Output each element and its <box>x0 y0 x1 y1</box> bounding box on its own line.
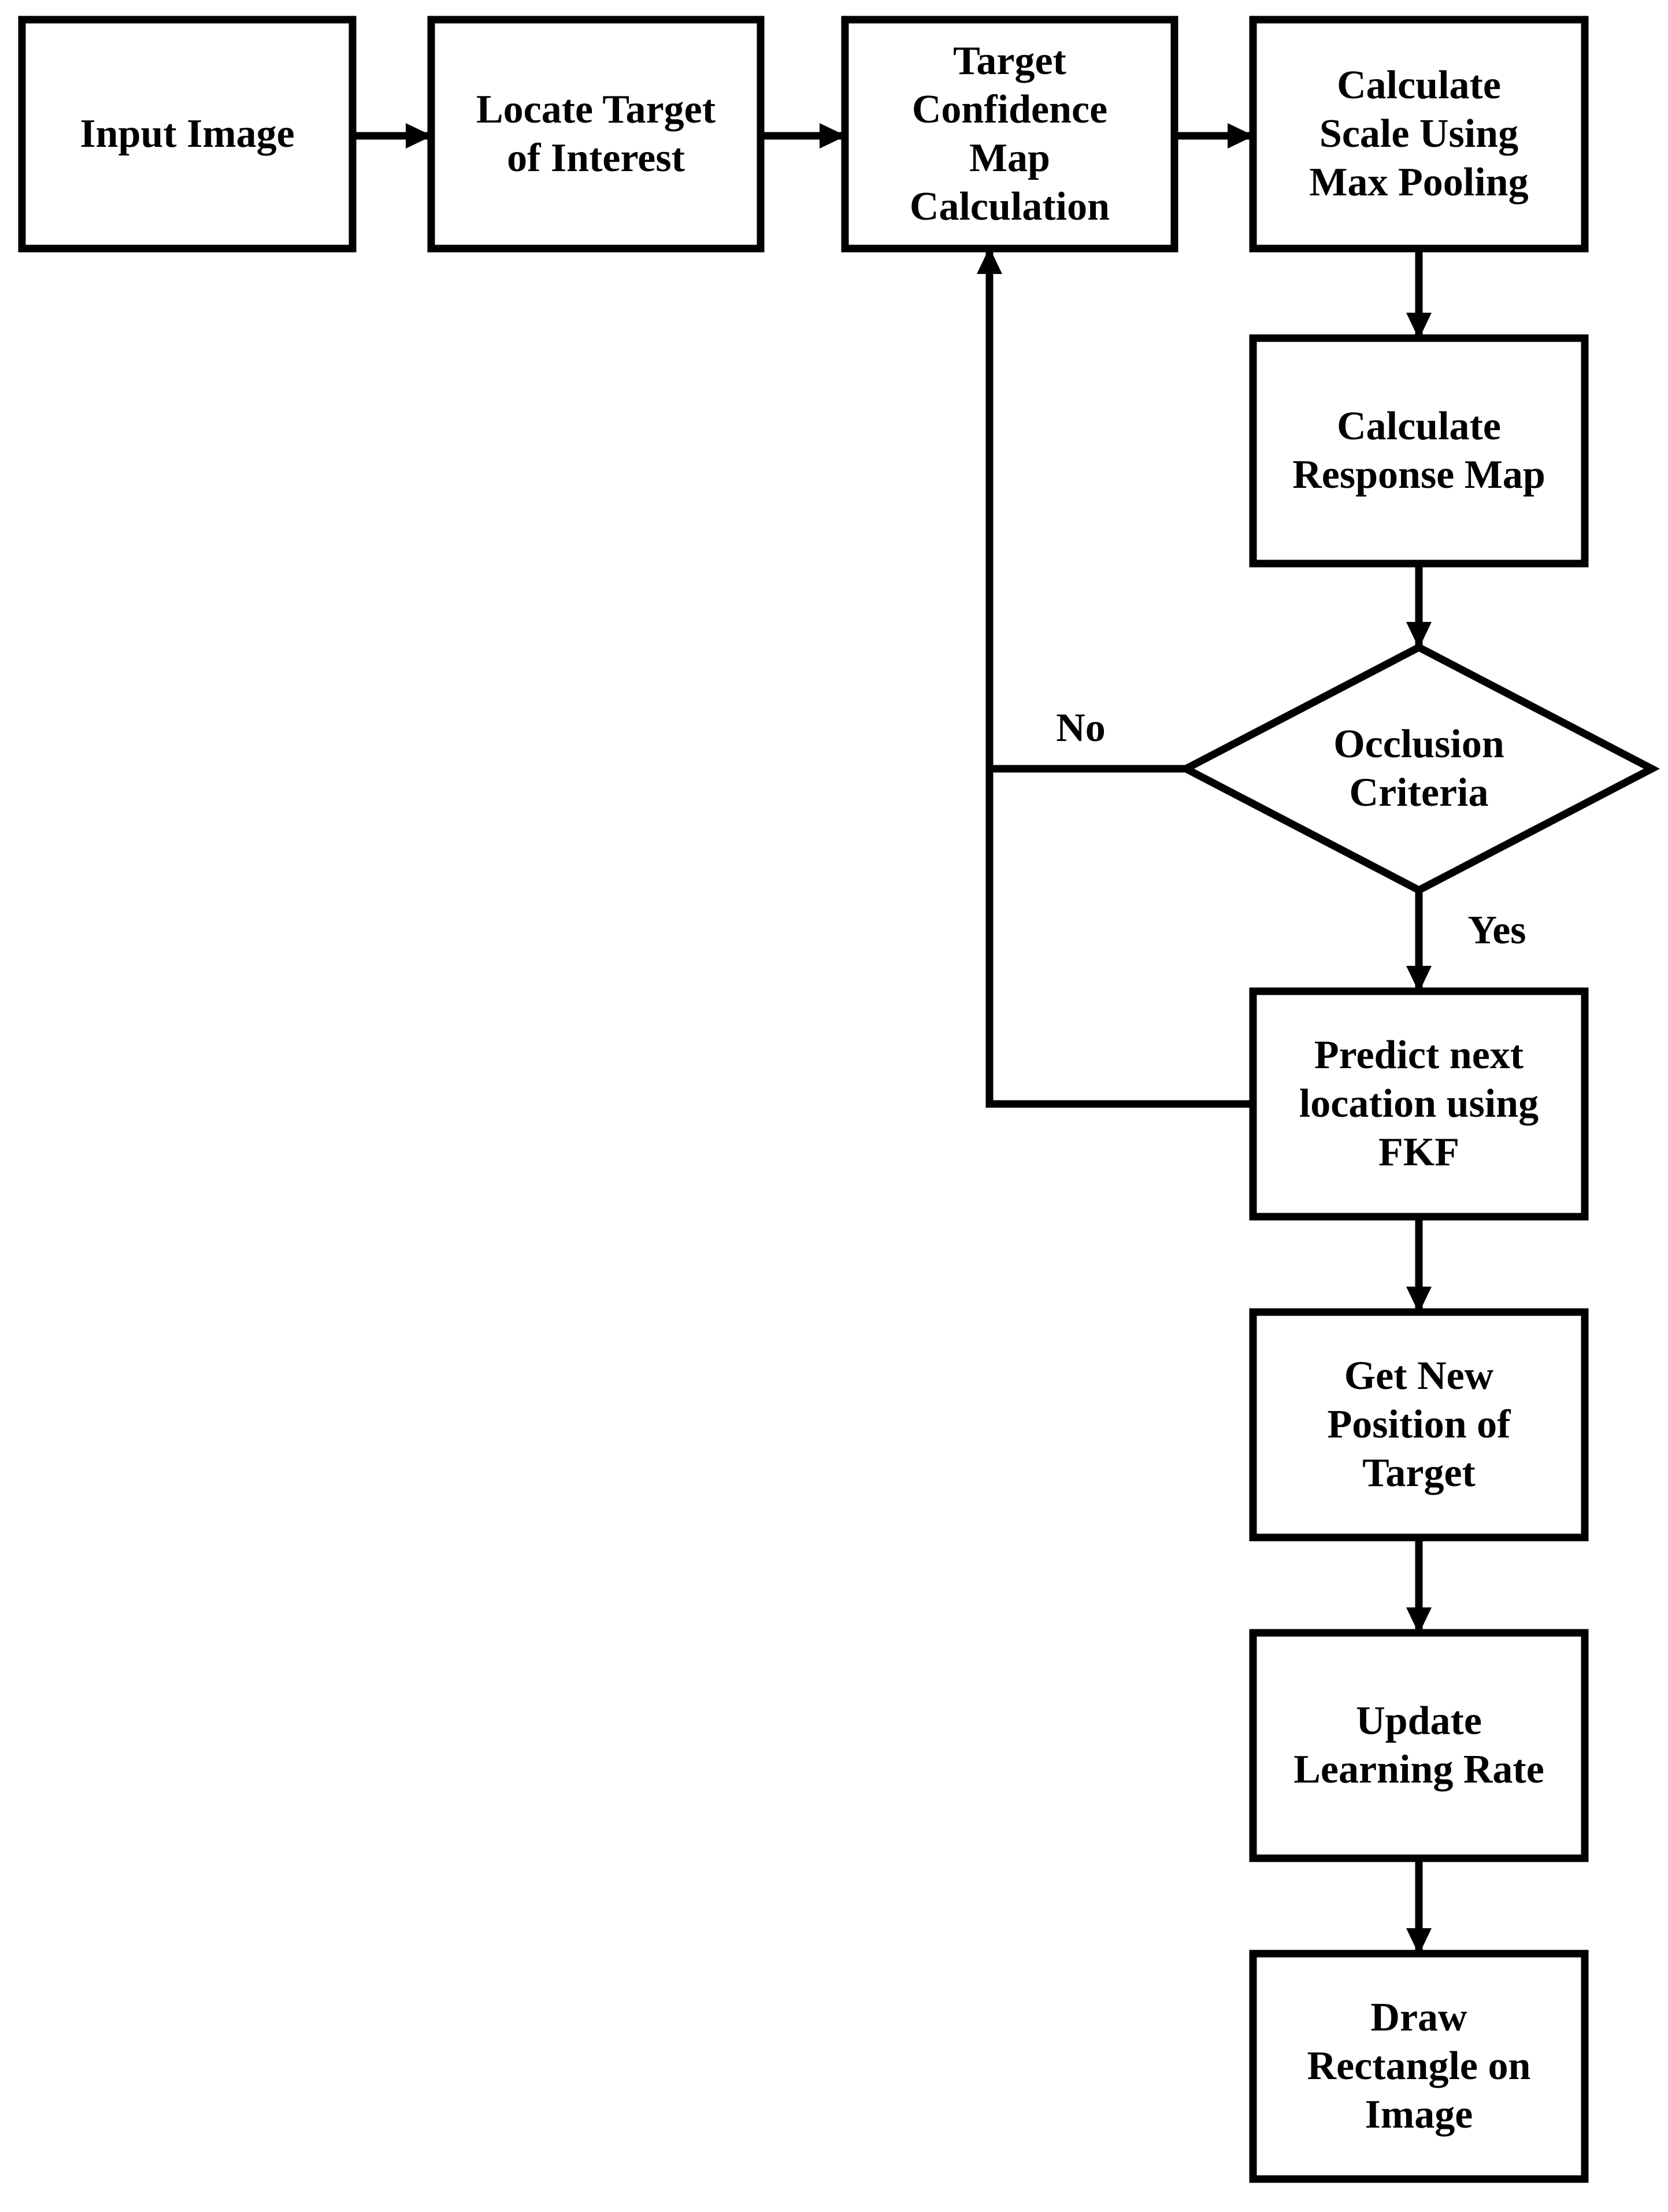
node-locate-target-box <box>427 16 765 253</box>
node-calc-response-box <box>1249 334 1589 568</box>
node-draw-rectangle-box <box>1249 1950 1589 2183</box>
node-update-learning-box <box>1249 1629 1589 1862</box>
node-input-image-box <box>18 16 357 253</box>
node-occlusion-diamond <box>1177 643 1660 895</box>
edge-fkf-feedback-loop-arrow <box>977 247 1253 1108</box>
node-get-new-position-box <box>1249 1308 1589 1542</box>
node-predict-fkf-box <box>1249 987 1589 1221</box>
node-calc-scale-box <box>1249 16 1589 253</box>
node-target-confidence-box <box>841 16 1178 253</box>
